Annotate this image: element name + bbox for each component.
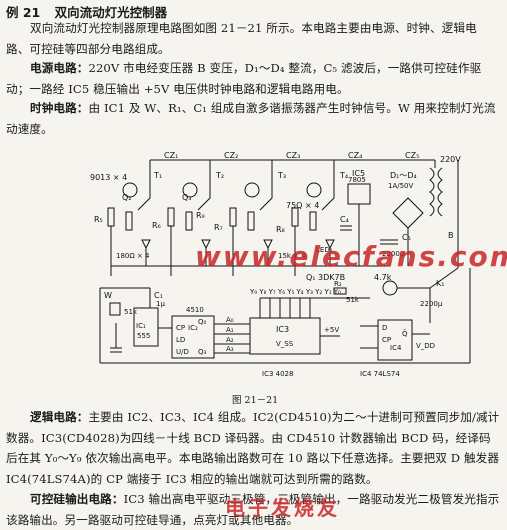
svg-text:Q₃: Q₃ bbox=[198, 348, 207, 356]
figure-caption: 图 21－21 bbox=[232, 395, 279, 406]
svg-text:Q₂: Q₂ bbox=[122, 193, 132, 202]
svg-text:Q₁ 3DK7B: Q₁ 3DK7B bbox=[306, 273, 345, 282]
svg-text:CZ₄: CZ₄ bbox=[348, 151, 362, 160]
svg-text:Q₃: Q₃ bbox=[182, 193, 192, 202]
svg-text:R₅: R₅ bbox=[94, 215, 103, 224]
scr-label: 可控硅输出电路： bbox=[30, 492, 124, 506]
svg-text:Q̄: Q̄ bbox=[402, 329, 408, 338]
svg-text:B: B bbox=[448, 231, 454, 240]
brand-watermark: 电子发烧友 bbox=[225, 496, 340, 520]
svg-text:D: D bbox=[382, 324, 387, 332]
svg-text:+5V: +5V bbox=[324, 326, 339, 334]
clock-paragraph: 时钟电路：由 IC1 及 W、R₁、C₁ 组成自激多谐振荡器产生时钟信号。W 用… bbox=[6, 101, 496, 136]
svg-text:4.7k: 4.7k bbox=[374, 273, 392, 282]
svg-text:7805: 7805 bbox=[348, 176, 366, 184]
svg-text:CP: CP bbox=[176, 324, 185, 332]
svg-text:555: 555 bbox=[137, 332, 150, 340]
logic-paragraph: 逻辑电路：主要由 IC2、IC3、IC4 组成。IC2(CD4510)为二～十进… bbox=[6, 410, 500, 486]
svg-text:IC3 4028: IC3 4028 bbox=[262, 370, 293, 378]
svg-text:A₁: A₁ bbox=[226, 326, 234, 334]
svg-text:9013 × 4: 9013 × 4 bbox=[90, 173, 127, 182]
svg-text:A₀: A₀ bbox=[226, 316, 234, 324]
svg-text:T₁: T₁ bbox=[153, 171, 162, 180]
svg-text:CZ₃: CZ₃ bbox=[286, 151, 300, 160]
svg-text:A₃: A₃ bbox=[226, 345, 234, 353]
svg-text:1μ: 1μ bbox=[156, 300, 165, 308]
power-label: 电源电路： bbox=[30, 61, 89, 75]
svg-text:R₆: R₆ bbox=[152, 221, 161, 230]
svg-text:T₄: T₄ bbox=[339, 171, 348, 180]
circuit-diagram: CZ₁ CZ₂ CZ₃ CZ₄ CZ₅ 220V 9013 × 4 Q₂ T₁ … bbox=[90, 151, 471, 378]
svg-text:IC5: IC5 bbox=[352, 169, 365, 178]
svg-text:R₈: R₈ bbox=[276, 225, 285, 234]
svg-text:W: W bbox=[104, 291, 112, 300]
svg-text:R₇: R₇ bbox=[214, 223, 223, 232]
svg-text:LD: LD bbox=[176, 336, 185, 344]
svg-text:A₂: A₂ bbox=[226, 336, 234, 344]
intro-paragraph: 双向流动灯光控制器原理电路图如图 21－21 所示。本电路主要由电源、时钟、逻辑… bbox=[6, 21, 477, 56]
power-paragraph: 电源电路：220V 市电经变压器 B 变压，D₁～D₄ 整流，C₅ 滤波后，一路… bbox=[6, 61, 482, 96]
svg-text:R₂: R₂ bbox=[334, 280, 342, 288]
clock-label: 时钟电路： bbox=[30, 101, 89, 115]
svg-text:1A/50V: 1A/50V bbox=[388, 182, 414, 190]
svg-text:220V: 220V bbox=[440, 155, 461, 164]
svg-text:180Ω × 4: 180Ω × 4 bbox=[116, 252, 150, 260]
svg-text:V_SS: V_SS bbox=[276, 340, 294, 348]
svg-text:R₉: R₉ bbox=[196, 211, 205, 220]
svg-text:IC4 74LS74: IC4 74LS74 bbox=[360, 370, 400, 378]
svg-text:LED₁: LED₁ bbox=[316, 246, 333, 254]
example-heading: 例 21 双向流动灯光控制器 bbox=[6, 2, 167, 21]
site-watermark: www.elecfans.com bbox=[195, 240, 507, 273]
svg-text:4510: 4510 bbox=[186, 306, 204, 314]
svg-text:V_DD: V_DD bbox=[416, 342, 435, 350]
svg-text:75Q × 4: 75Q × 4 bbox=[286, 201, 319, 210]
svg-text:T₃: T₃ bbox=[277, 171, 286, 180]
svg-text:IC3: IC3 bbox=[276, 325, 289, 334]
svg-text:C₁: C₁ bbox=[154, 291, 163, 300]
svg-text:T₂: T₂ bbox=[215, 171, 224, 180]
svg-text:IC₂: IC₂ bbox=[188, 324, 198, 332]
svg-text:IC₁: IC₁ bbox=[136, 322, 146, 330]
svg-text:IC4: IC4 bbox=[390, 344, 402, 352]
svg-text:K₁: K₁ bbox=[436, 279, 444, 288]
svg-text:Y₉ Y₈ Y₇ Y₆ Y₅ Y₄ Y₃ Y₂ Y₁ Y₀: Y₉ Y₈ Y₇ Y₆ Y₅ Y₄ Y₃ Y₂ Y₁ Y₀ bbox=[249, 288, 341, 296]
logic-label: 逻辑电路： bbox=[30, 410, 89, 424]
svg-text:CP: CP bbox=[382, 336, 391, 344]
example-title: 双向流动灯光控制器 bbox=[54, 5, 168, 20]
svg-text:15k × 4: 15k × 4 bbox=[278, 252, 306, 260]
svg-text:51k: 51k bbox=[124, 308, 138, 316]
svg-text:D₁～D₄: D₁～D₄ bbox=[390, 171, 417, 180]
svg-text:2200μ: 2200μ bbox=[382, 250, 405, 258]
svg-text:C₄: C₄ bbox=[340, 215, 349, 224]
svg-text:CZ₅: CZ₅ bbox=[405, 151, 419, 160]
svg-text:51k: 51k bbox=[346, 296, 360, 304]
svg-text:Q₀: Q₀ bbox=[198, 318, 207, 326]
svg-text:U/D: U/D bbox=[176, 348, 189, 356]
svg-text:CZ₂: CZ₂ bbox=[224, 151, 238, 160]
svg-text:CZ₁: CZ₁ bbox=[164, 151, 178, 160]
example-number: 例 21 bbox=[6, 5, 41, 20]
svg-text:C₅: C₅ bbox=[402, 233, 411, 242]
svg-text:2200μ: 2200μ bbox=[420, 300, 443, 308]
